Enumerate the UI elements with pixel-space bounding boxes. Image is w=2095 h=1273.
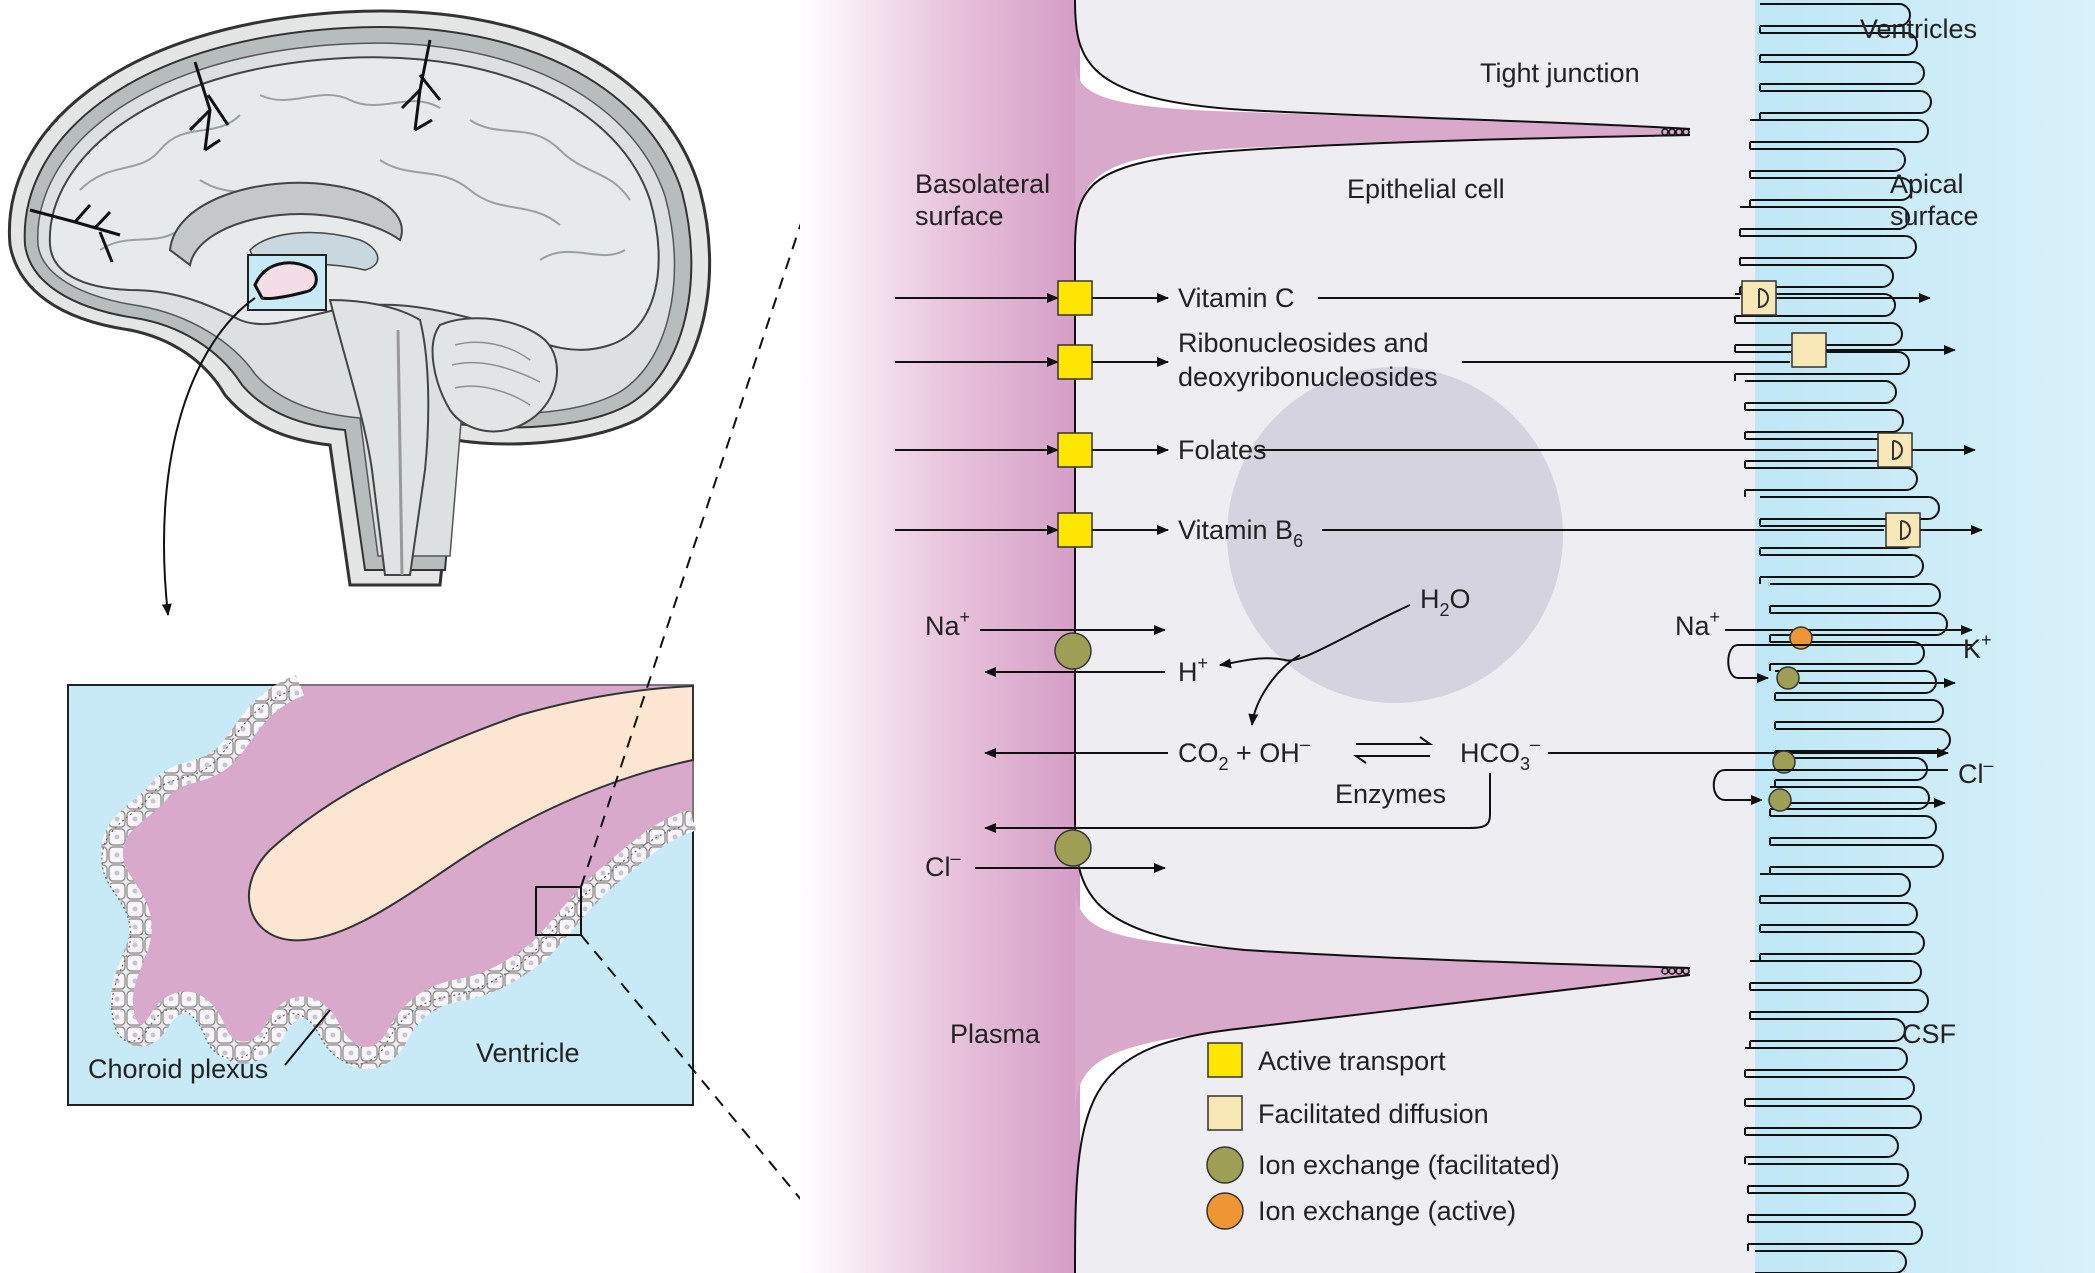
tight-junction-bottom (1661, 967, 1690, 975)
ribonucleosides-label: Ribonucleosides and (1178, 328, 1429, 358)
h2o-label: H2O (1420, 584, 1471, 620)
ion-exchanger-active (1789, 626, 1813, 650)
transport-row-folates: Folates (895, 432, 1976, 468)
corpus-callosum (168, 181, 403, 267)
apical-na-k-pump: Na+ K+ (1675, 607, 1992, 690)
folates-label: Folates (1178, 435, 1267, 465)
fourth-ventricle-canal (396, 329, 404, 576)
cerebellum-folia (451, 341, 541, 406)
na-right-label: Na+ (1675, 607, 1720, 641)
facilitated-transporter (1885, 512, 1921, 548)
water-split-to-oh-arrow (1248, 654, 1301, 726)
apical-microvilli (1734, 3, 1951, 1273)
facilitated-transporter (1877, 432, 1913, 468)
vitamin-b6-label: Vitamin B6 (1178, 515, 1303, 551)
enzymes-label: Enzymes (1335, 779, 1446, 809)
equilibrium-arrows (1352, 736, 1434, 764)
epithelial-cell-diagram: Ventricles Tight junction Basolateral su… (800, 0, 2095, 1273)
tight-junction-top (1661, 128, 1690, 136)
transport-row-vitamin-c: Vitamin C (895, 280, 1931, 316)
epithelial-layer (100, 674, 697, 1069)
cl-left-label: Cl– (925, 848, 961, 882)
apical-label-1: Apical (1890, 169, 1964, 199)
tight-junction-label: Tight junction (1480, 58, 1640, 88)
plasma-label: Plasma (950, 1019, 1041, 1049)
active-transporter (1057, 432, 1093, 468)
apical-label-2: surface (1890, 201, 1979, 231)
ion-exchanger-facilitated (1772, 750, 1796, 774)
legend: Active transport Facilitated diffusion I… (1206, 1042, 1560, 1230)
ion-exchanger-facilitated (1768, 788, 1792, 812)
ion-exchanger-facilitated (1776, 666, 1800, 690)
vessel-branches (29, 39, 442, 263)
basolateral-label-1: Basolateral (915, 169, 1050, 199)
csf-label: CSF (1902, 1019, 1956, 1049)
choroid-plexus-inset: Choroid plexus Ventricle (67, 674, 697, 1106)
deoxyribonucleosides-label: deoxyribonucleosides (1178, 362, 1438, 392)
co2-oh-label: CO2 + OH– (1178, 734, 1310, 774)
h-ion-label: H+ (1178, 653, 1208, 687)
cl-hco3-exchanger: Cl– (925, 829, 1166, 882)
facilitated-transporter (1741, 280, 1777, 316)
legend-swatch-active-transport (1207, 1042, 1243, 1078)
ion-exchanger-facilitated (1054, 632, 1092, 670)
blood-vessel-core (248, 684, 694, 942)
choroid-plexus-label: Choroid plexus (88, 1054, 268, 1084)
ventricles-label: Ventricles (1860, 14, 1977, 44)
transport-row-ribonucleosides: Ribonucleosides and deoxyribonucleosides (895, 328, 1956, 392)
hco3-to-plasma-path (984, 773, 1491, 833)
zoom-locator-box (535, 886, 582, 936)
na-h-exchanger: Na+ H+ (925, 607, 1208, 687)
active-transporter (1057, 280, 1093, 316)
legend-label-active-transport: Active transport (1258, 1046, 1446, 1076)
legend-label-ion-exchange-facilitated: Ion exchange (facilitated) (1258, 1150, 1560, 1180)
legend-swatch-facilitated-diffusion (1207, 1095, 1243, 1131)
brain-to-inset-arrow (161, 297, 256, 616)
na-left-label: Na+ (925, 607, 970, 641)
active-transporter (1057, 512, 1093, 548)
epithelial-cell-label: Epithelial cell (1347, 174, 1505, 204)
intercellular-cleft-bottom (1075, 880, 1690, 1120)
cl-right-label: Cl– (1958, 755, 1994, 789)
choroid-plexus-miniature (253, 261, 318, 300)
legend-swatch-ion-exchange-active (1206, 1192, 1244, 1230)
basolateral-label-2: surface (915, 201, 1004, 231)
brain-sagittal-illustration (7, 9, 712, 616)
choroid-plexus-leader (284, 1009, 331, 1066)
vitamin-c-label: Vitamin C (1178, 283, 1295, 313)
plasma-region (800, 0, 1080, 1273)
basolateral-membrane (1074, 0, 1691, 1273)
ventricle-label: Ventricle (476, 1038, 580, 1068)
transport-row-vitamin-b6: Vitamin B6 (895, 512, 1983, 551)
legend-swatch-ion-exchange-facilitated (1206, 1146, 1244, 1184)
legend-label-ion-exchange-active: Ion exchange (active) (1258, 1196, 1516, 1226)
facilitated-transporter (1791, 332, 1827, 368)
legend-label-facilitated-diffusion: Facilitated diffusion (1258, 1099, 1489, 1129)
active-transporter (1057, 344, 1093, 380)
brainstem (328, 298, 430, 576)
epithelial-outer-edge (101, 690, 684, 1065)
ion-exchanger-facilitated (1054, 829, 1092, 867)
k-label: K+ (1963, 630, 1992, 664)
water-split-to-h-arrow (1219, 604, 1411, 669)
hco3-label: HCO3– (1460, 734, 1540, 774)
apical-cl-exchanger: Cl– (1712, 750, 1994, 812)
